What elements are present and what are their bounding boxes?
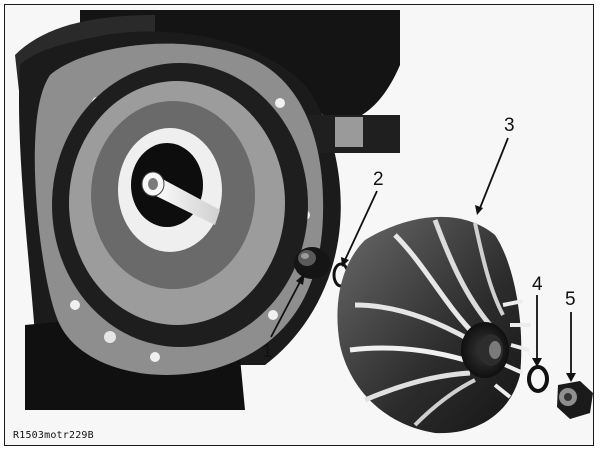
callout-5: 5 <box>565 289 576 310</box>
part-5-nut <box>557 381 593 419</box>
callout-2: 2 <box>373 169 384 190</box>
part-4-washer <box>529 367 547 391</box>
part-3-impeller <box>337 217 531 433</box>
part-1-bushing <box>294 247 330 279</box>
figure-reference-code: R1503motr229B <box>13 430 94 441</box>
figure-frame: 1 2 3 4 5 R1503motr229B <box>4 4 594 446</box>
exploded-view-diagram: 1 2 3 4 5 <box>5 5 594 446</box>
callout-4: 4 <box>532 274 543 295</box>
callout-1: 1 <box>262 341 273 362</box>
callout-3: 3 <box>504 115 515 136</box>
